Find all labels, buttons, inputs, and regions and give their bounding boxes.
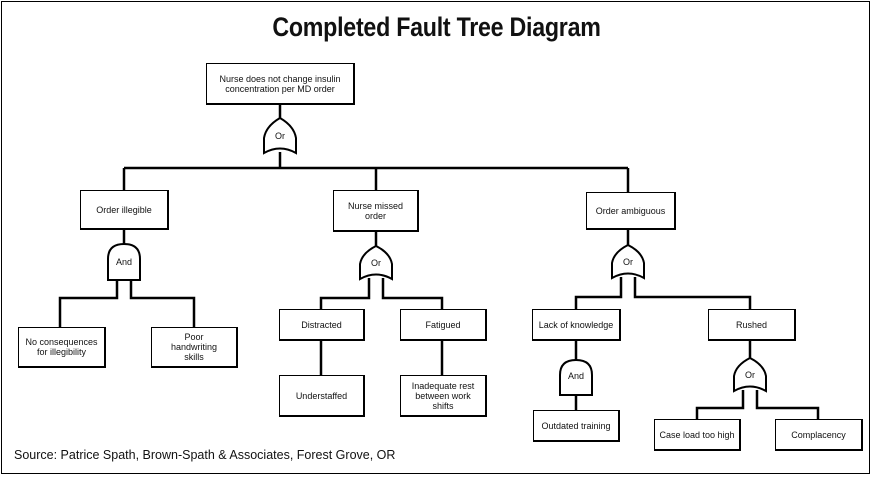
event-inadequate-rest: Inadequate rest between work shifts — [400, 375, 487, 417]
or-gate-rushed — [733, 356, 767, 393]
event-order-ambiguous: Order ambiguous — [586, 192, 676, 230]
event-no-consequences: No consequences for illegibility — [18, 327, 106, 368]
or-gate-root — [263, 116, 297, 155]
event-nurse-missed-order: Nurse missed order — [333, 190, 419, 232]
event-lack-of-knowledge: Lack of knowledge — [532, 309, 621, 341]
and-gate-illegible — [107, 242, 141, 281]
source-citation: Source: Patrice Spath, Brown-Spath & Ass… — [14, 448, 396, 462]
gate-label-ambiguous: Or — [623, 257, 633, 267]
event-understaffed: Understaffed — [279, 375, 365, 417]
event-order-illegible: Order illegible — [80, 190, 169, 230]
event-complacency: Complacency — [775, 419, 863, 451]
or-gate-missed — [359, 244, 393, 281]
event-distracted: Distracted — [279, 309, 365, 341]
event-rushed: Rushed — [708, 309, 796, 341]
event-outdated-training: Outdated training — [533, 410, 620, 442]
event-fatigued: Fatigued — [400, 309, 487, 341]
diagram-title: Completed Fault Tree Diagram — [272, 12, 601, 42]
event-poor-handwriting: Poor handwriting skills — [151, 327, 238, 368]
gate-label-rushed: Or — [745, 370, 755, 380]
top-event-box: Nurse does not change insulin concentrat… — [206, 63, 355, 105]
event-case-load-too-high: Case load too high — [654, 419, 741, 451]
or-gate-ambiguous — [611, 243, 645, 280]
gate-label-knowledge: And — [567, 371, 584, 381]
gate-label-missed: Or — [371, 258, 381, 268]
and-gate-knowledge — [559, 358, 593, 396]
gate-label-illegible: And — [115, 257, 132, 267]
gate-label-root: Or — [275, 131, 285, 141]
